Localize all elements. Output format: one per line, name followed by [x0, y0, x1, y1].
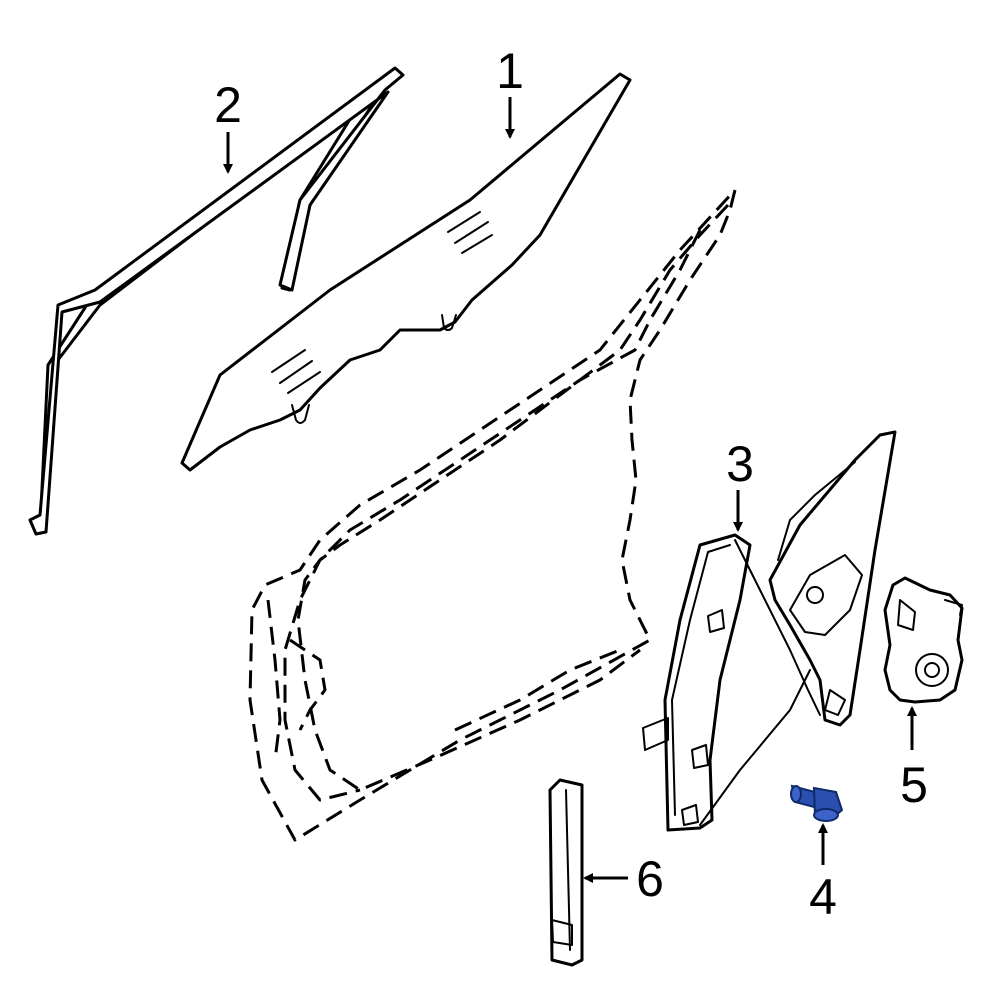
- bolt: [790, 784, 844, 822]
- callout-arrows: [223, 97, 917, 883]
- window-motor: [883, 576, 964, 704]
- callout-6: 6: [636, 851, 664, 907]
- callout-2: 2: [214, 77, 242, 133]
- callout-4: 4: [809, 869, 837, 925]
- callout-3: 3: [726, 436, 754, 492]
- door-glass: [180, 72, 632, 472]
- callout-5: 5: [900, 757, 928, 813]
- glass-run-strip: [548, 778, 584, 967]
- window-run-channel: [28, 66, 405, 536]
- window-regulator: [642, 430, 897, 832]
- door-frame-outline: [248, 188, 737, 842]
- callout-1: 1: [496, 43, 524, 99]
